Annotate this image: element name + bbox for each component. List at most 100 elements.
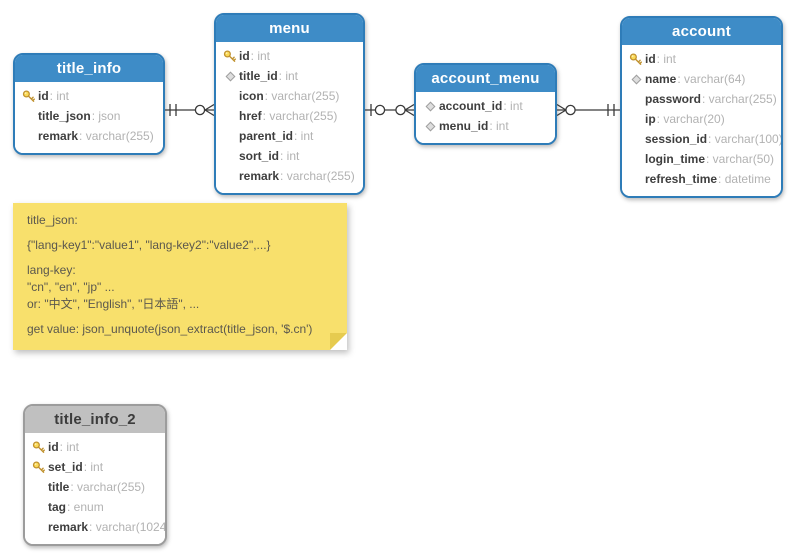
field-name: title_id: [239, 69, 278, 83]
field-type: : int: [250, 49, 271, 63]
field-type: : enum: [67, 500, 104, 514]
connector-account_menu-account[interactable]: [557, 98, 620, 122]
field-row[interactable]: name: varchar(64): [622, 69, 781, 89]
field-type: : varchar(255): [264, 89, 340, 103]
table-header[interactable]: account: [622, 18, 781, 45]
field-row[interactable]: login_time: varchar(50): [622, 149, 781, 169]
primary-key-icon: [221, 49, 239, 63]
attribute-diamond-icon: [221, 71, 239, 81]
field-type: : int: [489, 119, 509, 133]
field-name: title: [48, 480, 70, 494]
table-title: menu: [269, 20, 310, 37]
field-row[interactable]: set_id: int: [25, 457, 165, 477]
field-row[interactable]: password: varchar(255): [622, 89, 781, 109]
field-name: password: [645, 92, 702, 106]
field-row[interactable]: remark: varchar(255): [216, 166, 363, 186]
note-line: {"lang-key1":"value1", "lang-key2":"valu…: [27, 238, 271, 252]
field-row[interactable]: menu_id: int: [416, 116, 555, 136]
connector-title_info-menu[interactable]: [165, 98, 214, 122]
field-row[interactable]: remark: varchar(255): [15, 126, 163, 146]
field-name: title_json: [38, 109, 91, 123]
attribute-diamond-icon: [627, 74, 645, 84]
field-row[interactable]: parent_id: int: [216, 126, 363, 146]
field-name: set_id: [48, 460, 83, 474]
note-line: or: "中文", "English", "日本語", ...: [27, 297, 200, 311]
field-row[interactable]: refresh_time: datetime: [622, 169, 781, 189]
note-line: get value: json_unquote(json_extract(tit…: [27, 322, 313, 336]
primary-key-icon: [20, 89, 38, 103]
field-row[interactable]: title: varchar(255): [25, 477, 165, 497]
field-row[interactable]: href: varchar(255): [216, 106, 363, 126]
table-header[interactable]: title_info_2: [25, 406, 165, 433]
field-name: id: [645, 52, 656, 66]
field-row[interactable]: remark: varchar(1024): [25, 517, 165, 537]
note-line: "cn", "en", "jp" ...: [27, 280, 115, 294]
table-header[interactable]: title_info: [15, 55, 163, 82]
field-type: : int: [280, 149, 300, 163]
field-type: : varchar(64): [677, 72, 746, 86]
attribute-diamond-icon: [421, 121, 439, 131]
note-line: lang-key:: [27, 263, 76, 277]
field-name: parent_id: [239, 129, 294, 143]
note-fold-corner: [330, 333, 347, 350]
field-row[interactable]: tag: enum: [25, 497, 165, 517]
sticky-note[interactable]: title_json: {"lang-key1":"value1", "lang-…: [13, 203, 347, 350]
field-row[interactable]: session_id: varchar(100): [622, 129, 781, 149]
table-title: title_info_2: [54, 411, 136, 428]
field-type: : int: [83, 460, 104, 474]
field-row[interactable]: id: int: [622, 49, 781, 69]
field-row[interactable]: account_id: int: [416, 96, 555, 116]
field-type: : int: [49, 89, 70, 103]
field-name: remark: [38, 129, 79, 143]
field-name: href: [239, 109, 262, 123]
field-name: remark: [48, 520, 89, 534]
primary-key-icon: [30, 460, 48, 474]
field-type: : int: [656, 52, 677, 66]
primary-key-icon: [627, 52, 645, 66]
field-type: : int: [278, 69, 299, 83]
field-type: : datetime: [718, 172, 771, 186]
field-name: icon: [239, 89, 264, 103]
table-header[interactable]: menu: [216, 15, 363, 42]
note-line: title_json:: [27, 213, 78, 227]
field-row[interactable]: id: int: [15, 86, 163, 106]
field-row[interactable]: icon: varchar(255): [216, 86, 363, 106]
field-name: sort_id: [239, 149, 280, 163]
primary-key-icon: [30, 440, 48, 454]
field-name: remark: [239, 169, 280, 183]
table-title: account_menu: [431, 70, 540, 87]
field-row[interactable]: ip: varchar(20): [622, 109, 781, 129]
field-row[interactable]: title_json: json: [15, 106, 163, 126]
field-row[interactable]: id: int: [25, 437, 165, 457]
field-type: : varchar(20): [656, 112, 725, 126]
field-name: tag: [48, 500, 66, 514]
field-name: id: [38, 89, 49, 103]
field-row[interactable]: sort_id: int: [216, 146, 363, 166]
table-title: account: [672, 23, 731, 40]
field-name: ip: [645, 112, 656, 126]
field-type: : varchar(255): [702, 92, 777, 106]
connector-menu-account_menu[interactable]: [365, 98, 414, 122]
sticky-note-lines: title_json: {"lang-key1":"value1", "lang-…: [27, 212, 333, 338]
field-name: session_id: [645, 132, 708, 146]
field-row[interactable]: id: int: [216, 46, 363, 66]
field-type: : varchar(255): [280, 169, 355, 183]
field-type: : varchar(100): [708, 132, 783, 146]
field-row[interactable]: title_id: int: [216, 66, 363, 86]
table-header[interactable]: account_menu: [416, 65, 555, 92]
field-name: refresh_time: [645, 172, 718, 186]
field-name: name: [645, 72, 677, 86]
attribute-diamond-icon: [421, 101, 439, 111]
field-name: menu_id: [439, 119, 489, 133]
